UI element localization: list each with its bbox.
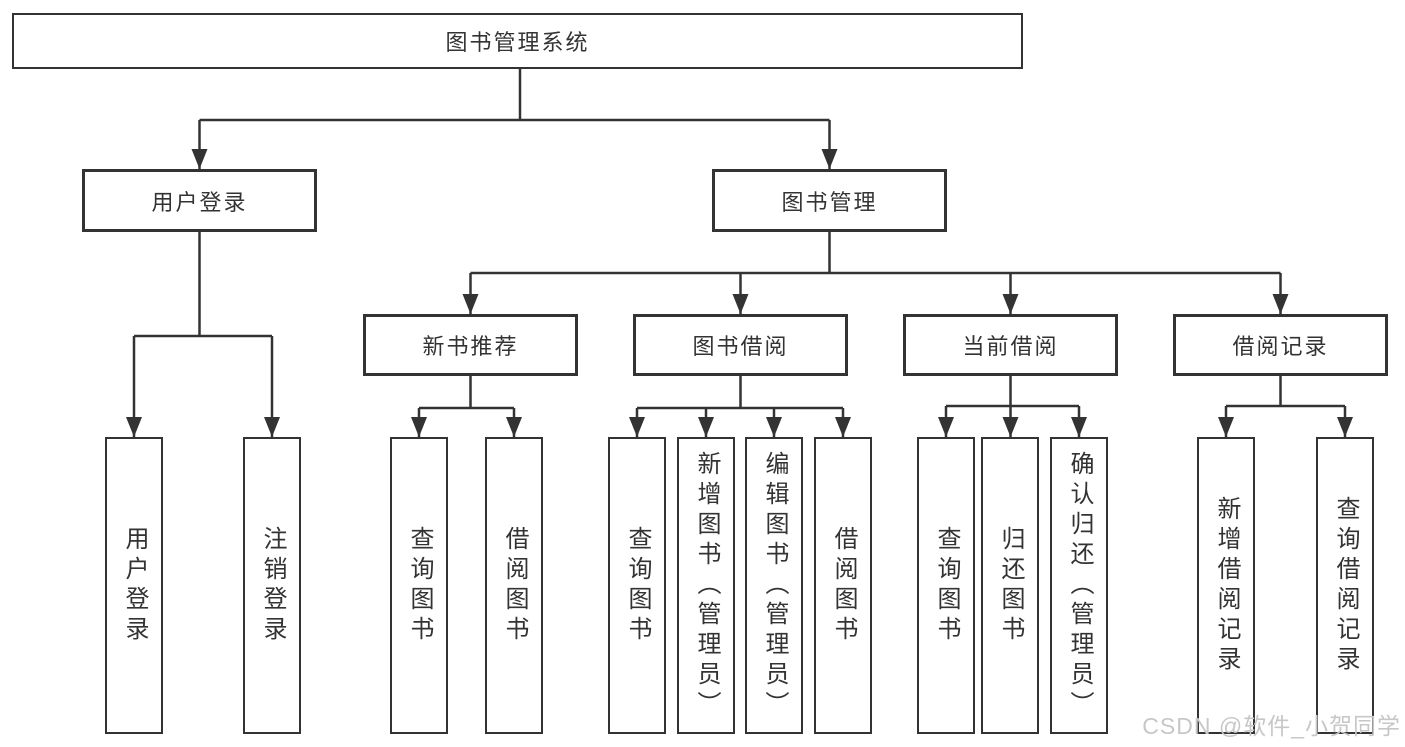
node-label: 借阅图书 <box>830 525 857 646</box>
node-new-book-recommend: 新书推荐 <box>363 314 578 376</box>
node-book-borrow: 图书借阅 <box>633 314 848 376</box>
connector-new-book-children <box>411 376 522 437</box>
connector-root-to-level2 <box>191 69 838 169</box>
node-label: 查询借阅记录 <box>1332 495 1359 676</box>
node-label: 当前借阅 <box>962 334 1059 359</box>
node-label: 归还图书 <box>997 525 1024 646</box>
node-label: 用户登录 <box>121 525 148 646</box>
leaf-query-books-3: 查询图书 <box>917 437 975 734</box>
leaf-add-borrow-record: 新增借阅记录 <box>1197 437 1255 734</box>
node-label: 注销登录 <box>259 525 286 646</box>
node-label: 确认归还（管理员） <box>1066 450 1093 721</box>
node-label: 查询图书 <box>406 525 433 646</box>
node-current-borrow: 当前借阅 <box>903 314 1118 376</box>
connector-book-management-children <box>462 232 1289 314</box>
node-label: 借阅记录 <box>1232 334 1329 359</box>
node-label: 借阅图书 <box>501 525 528 646</box>
node-label: 编辑图书（管理员） <box>761 450 788 721</box>
node-book-management: 图书管理 <box>712 169 947 232</box>
leaf-add-book-admin: 新增图书（管理员） <box>677 437 735 734</box>
leaf-confirm-return-admin: 确认归还（管理员） <box>1050 437 1108 734</box>
node-label: 新增图书（管理员） <box>693 450 720 721</box>
node-label: 新增借阅记录 <box>1213 495 1240 676</box>
leaf-user-login: 用户登录 <box>105 437 163 734</box>
leaf-query-books-1: 查询图书 <box>390 437 448 734</box>
node-library-management-system: 图书管理系统 <box>12 13 1023 69</box>
leaf-logout: 注销登录 <box>243 437 301 734</box>
leaf-edit-book-admin: 编辑图书（管理员） <box>745 437 803 734</box>
connector-book-borrow-children <box>629 376 851 437</box>
connector-user-login-children <box>126 232 280 437</box>
leaf-borrow-books-2: 借阅图书 <box>814 437 872 734</box>
node-label: 查询图书 <box>624 525 651 646</box>
node-user-login: 用户登录 <box>82 169 317 232</box>
connector-current-borrow-children <box>938 376 1087 437</box>
node-label: 新书推荐 <box>422 334 519 359</box>
node-label: 查询图书 <box>933 525 960 646</box>
connector-borrow-records-children <box>1218 376 1353 437</box>
node-label: 图书管理 <box>781 189 878 215</box>
leaf-borrow-books-1: 借阅图书 <box>485 437 543 734</box>
node-label: 用户登录 <box>151 189 248 215</box>
leaf-query-books-2: 查询图书 <box>608 437 666 734</box>
watermark: CSDN @软件_小贺同学 <box>1142 713 1401 739</box>
node-label: 图书管理系统 <box>445 30 590 55</box>
node-label: 图书借阅 <box>692 334 789 359</box>
leaf-query-borrow-record: 查询借阅记录 <box>1316 437 1374 734</box>
leaf-return-book: 归还图书 <box>981 437 1039 734</box>
node-borrow-records: 借阅记录 <box>1173 314 1388 376</box>
